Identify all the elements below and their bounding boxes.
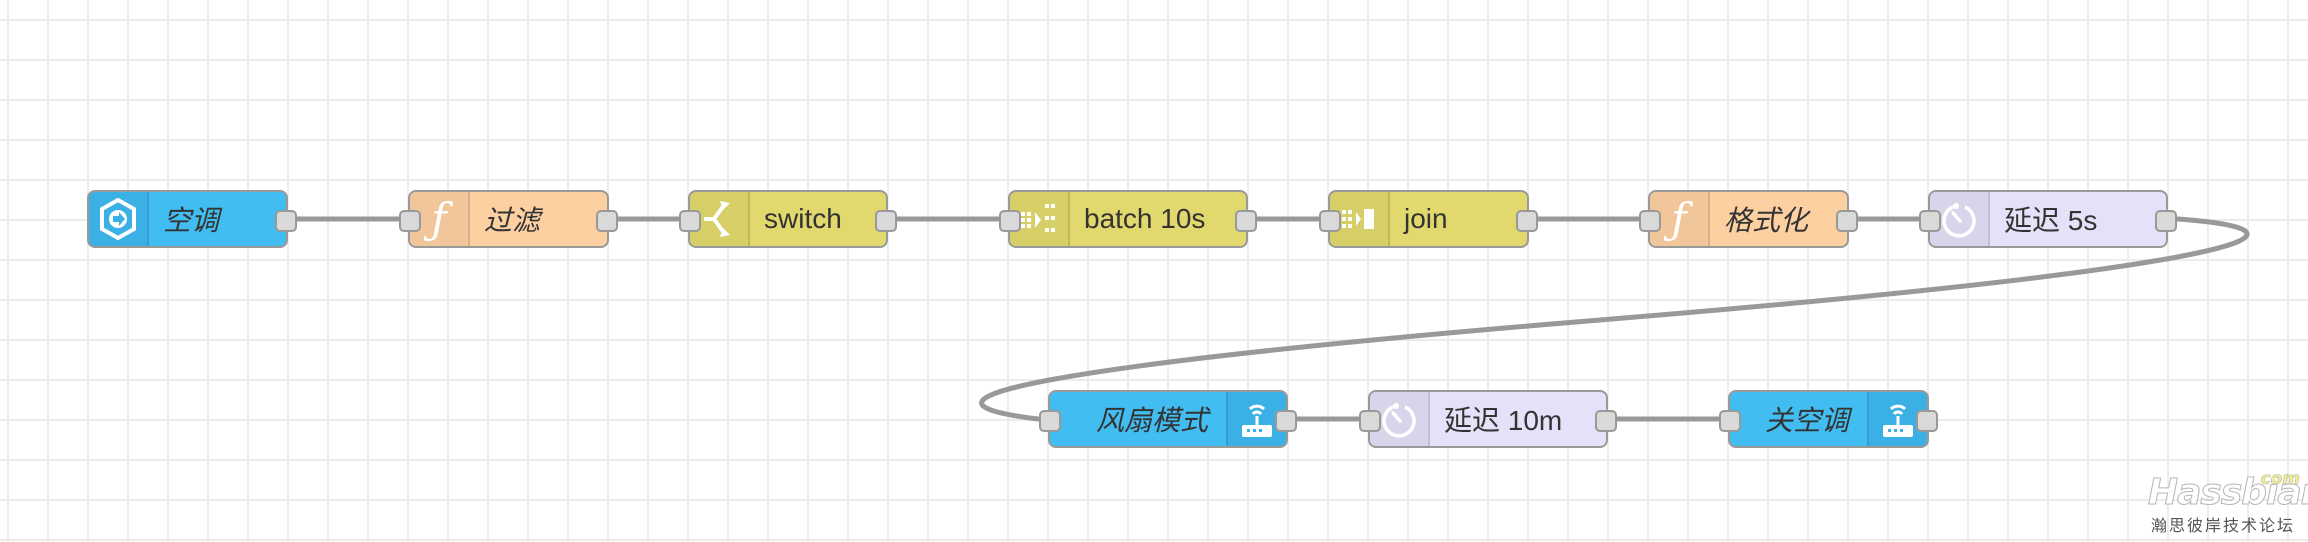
node-ac-trigger[interactable]: 空调 [87, 190, 297, 248]
timer-icon [1942, 203, 1976, 238]
node-label: 延迟 5s [2004, 205, 2098, 236]
node-label: switch [764, 203, 842, 234]
node-batch[interactable]: batch 10s [999, 190, 1257, 248]
output-port[interactable] [596, 210, 618, 232]
output-port[interactable] [1235, 210, 1257, 232]
function-icon: ƒ [1671, 194, 1687, 243]
input-port[interactable] [1319, 210, 1341, 232]
output-port[interactable] [1916, 410, 1938, 432]
watermark-logo-suffix: com [2260, 469, 2300, 490]
node-ac-off-service[interactable]: 关空调 [1719, 390, 1938, 448]
node-delay-5s[interactable]: 延迟 5s [1919, 190, 2177, 248]
node-icon-area [1226, 392, 1286, 446]
node-switch[interactable]: switch [679, 190, 897, 248]
output-port[interactable] [2155, 210, 2177, 232]
input-port[interactable] [1639, 210, 1661, 232]
node-label: 过滤 [484, 205, 541, 236]
output-port[interactable] [1275, 410, 1297, 432]
node-label: batch 10s [1084, 203, 1206, 234]
input-port[interactable] [1359, 410, 1381, 432]
watermark-subtitle: 瀚思彼岸技术论坛 [2150, 518, 2295, 535]
node-icon-area [1930, 192, 1990, 246]
output-port[interactable] [1836, 210, 1858, 232]
input-port[interactable] [399, 210, 421, 232]
join-icon [1342, 209, 1374, 229]
function-icon: ƒ [431, 194, 447, 243]
node-label: 延迟 10m [1444, 405, 1563, 436]
timer-icon [1382, 403, 1416, 438]
output-port[interactable] [1516, 210, 1538, 232]
input-port[interactable] [1039, 410, 1061, 432]
output-port[interactable] [875, 210, 897, 232]
watermark: Hassbian com 瀚思彼岸技术论坛 [2147, 469, 2308, 536]
node-fan-mode-service[interactable]: 风扇模式 [1039, 390, 1297, 448]
node-label: 关空调 [1764, 405, 1849, 436]
output-port[interactable] [275, 210, 297, 232]
router-icon [1883, 404, 1913, 437]
output-port[interactable] [1595, 410, 1617, 432]
input-port[interactable] [679, 210, 701, 232]
arrow-in-hexagon-icon [100, 197, 136, 241]
node-label: 空调 [163, 205, 220, 236]
wire-n7-n8[interactable] [979, 216, 2250, 422]
node-label: join [1404, 203, 1448, 234]
router-icon [1242, 404, 1272, 437]
node-label: 风扇模式 [1095, 405, 1208, 436]
node-icon-area [89, 192, 149, 246]
node-join[interactable]: join [1319, 190, 1538, 248]
node-delay-10m[interactable]: 延迟 10m [1359, 390, 1617, 448]
input-port[interactable] [1919, 210, 1941, 232]
node-filter-function[interactable]: ƒ 过滤 [399, 190, 618, 248]
watermark-logo: Hassbian com [2147, 469, 2308, 511]
batch-icon [1021, 204, 1055, 232]
node-label: 格式化 [1724, 205, 1809, 236]
input-port[interactable] [1719, 410, 1741, 432]
switch-icon [704, 201, 730, 237]
node-format-function[interactable]: ƒ 格式化 [1639, 190, 1858, 248]
input-port[interactable] [999, 210, 1021, 232]
watermark-logo-text: Hassbian [2147, 472, 2308, 513]
